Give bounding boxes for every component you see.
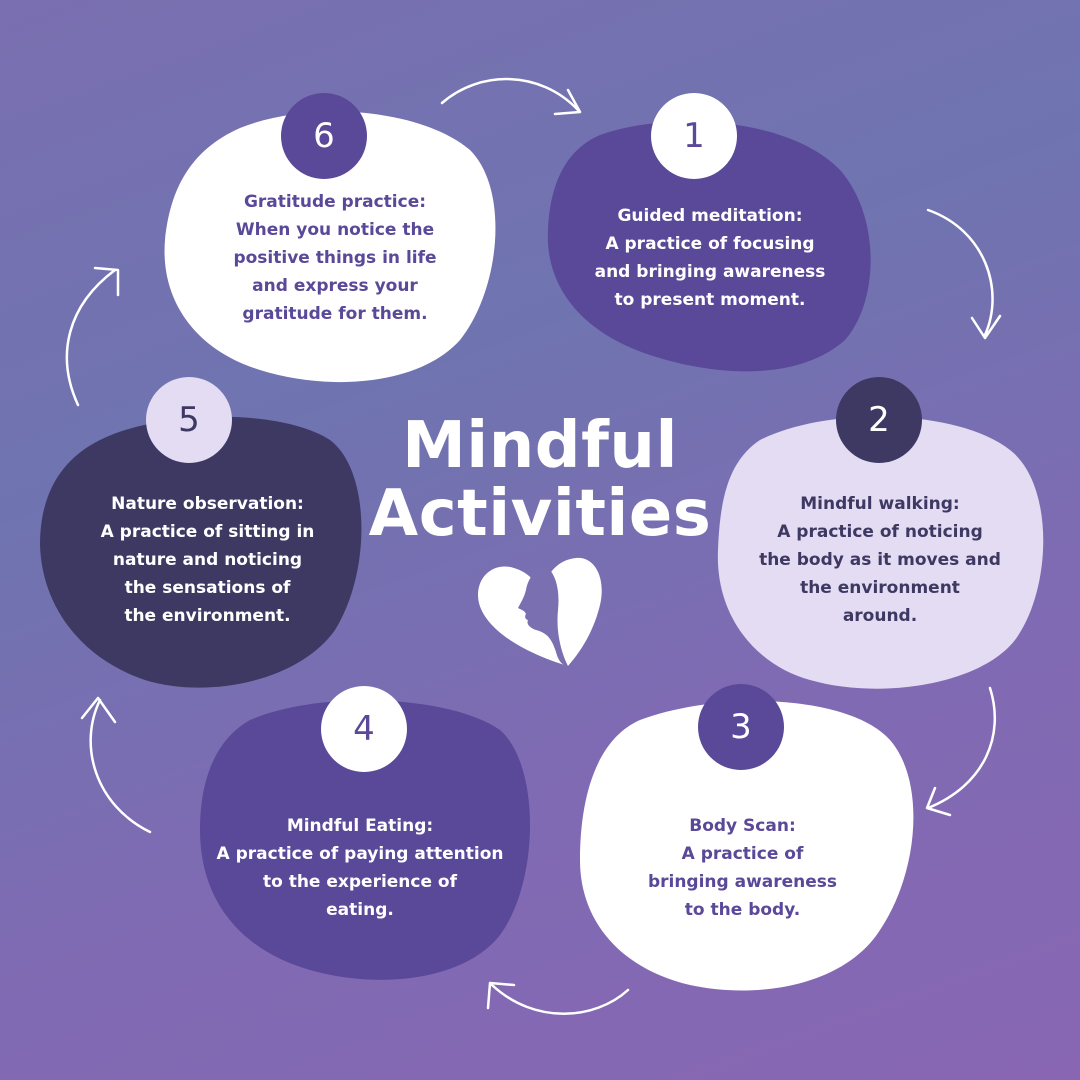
step-number-badge: 3: [698, 684, 784, 770]
blob-step-5: [40, 416, 362, 688]
step-line: A practice of focusing: [605, 234, 815, 254]
step-number-badge: 6: [281, 93, 367, 179]
step-description: Body Scan: A practice of bringing awaren…: [595, 812, 890, 924]
arrow-3-to-4: [490, 983, 630, 1015]
title-line-2: Activities: [368, 477, 712, 551]
step-description: Guided meditation: A practice of focusin…: [555, 202, 865, 314]
blob-step-1: [547, 121, 871, 372]
step-line: A practice of paying attention: [216, 844, 504, 864]
step-number-badge: 5: [146, 377, 232, 463]
step-line: to present moment.: [614, 290, 806, 310]
blob-step-4: [200, 700, 530, 980]
page-title: Mindful Activities: [340, 412, 740, 548]
step-line: and express your: [252, 276, 418, 296]
blob-step-6: [164, 111, 496, 383]
step-line: A practice of noticing: [777, 522, 983, 542]
step-description: Mindful walking: A practice of noticing …: [725, 490, 1035, 630]
step-description: Gratitude practice: When you notice the …: [180, 188, 490, 328]
step-line: the environment: [800, 578, 960, 598]
title-line-1: Mindful: [402, 409, 678, 483]
arrow-6-to-1: [440, 77, 580, 112]
heart-face-icon: [478, 557, 602, 666]
step-heading: Body Scan:: [689, 816, 796, 836]
step-line: When you notice the: [235, 220, 435, 240]
step-line: bringing awareness: [647, 872, 838, 892]
step-line: positive things in life: [233, 248, 437, 268]
step-heading: Mindful walking:: [800, 494, 960, 514]
step-line: A practice of: [681, 844, 804, 864]
step-line: and bringing awareness: [594, 262, 826, 282]
arrow-2-to-3-head: [925, 786, 952, 817]
arrow-3-to-4-head: [486, 981, 516, 1010]
step-line: to the experience of: [262, 872, 458, 892]
step-heading: Mindful Eating:: [286, 816, 434, 836]
arrow-5-to-6-head: [93, 266, 120, 297]
step-line: eating.: [326, 900, 394, 920]
step-line: gratitude for them.: [242, 304, 428, 324]
step-description: Mindful Eating: A practice of paying att…: [205, 812, 515, 924]
step-line: A practice of sitting in: [100, 522, 315, 542]
arrow-5-to-6: [65, 268, 117, 407]
arrow-4-to-5-head: [80, 696, 117, 724]
step-line: to the body.: [684, 900, 801, 920]
step-line: the sensations of: [124, 578, 291, 598]
arrow-4-to-5: [89, 698, 152, 834]
arrow-6-to-1-head: [553, 88, 582, 116]
arrow-2-to-3: [926, 686, 997, 810]
step-heading: Guided meditation:: [617, 206, 803, 226]
arrow-1-to-2: [926, 208, 994, 337]
step-description: Nature observation: A practice of sittin…: [55, 490, 360, 630]
step-number-badge: 2: [836, 377, 922, 463]
step-heading: Nature observation:: [111, 494, 304, 514]
blob-step-3: [580, 701, 914, 991]
blob-step-2: [717, 416, 1044, 689]
arrow-1-to-2-head: [970, 314, 1002, 340]
step-line: the environment.: [124, 606, 291, 626]
step-line: around.: [842, 606, 918, 626]
step-number-badge: 4: [321, 686, 407, 772]
step-line: nature and noticing: [112, 550, 303, 570]
step-line: the body as it moves and: [759, 550, 1001, 570]
step-number-badge: 1: [651, 93, 737, 179]
step-heading: Gratitude practice:: [243, 192, 427, 212]
